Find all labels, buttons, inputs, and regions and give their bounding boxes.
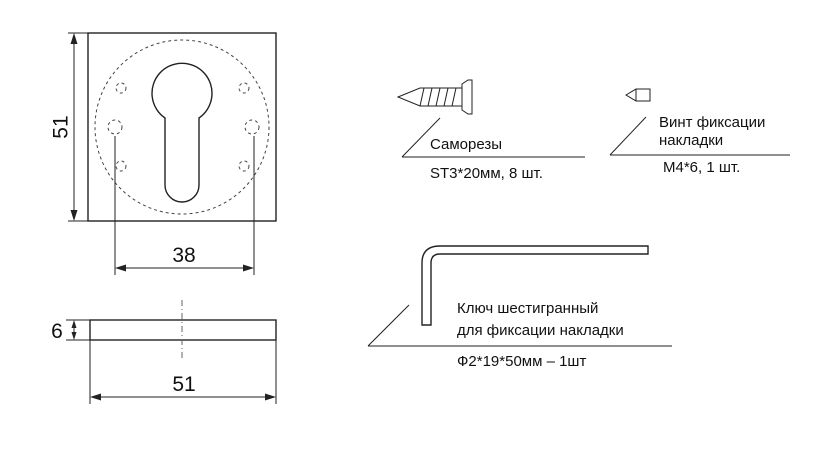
plate-height-label: 51 (50, 115, 73, 138)
hex-key-drawing (421, 245, 649, 326)
plate-width-label: 51 (172, 373, 195, 396)
plate-top-view (87, 32, 277, 222)
hex-key-name-line2: для фиксации накладки (457, 322, 624, 339)
dimension-arrowhead (265, 393, 276, 401)
plate-outline (87, 32, 277, 222)
mount-hole-small (238, 82, 250, 94)
rosette-dashed-circle (94, 39, 270, 215)
dimension-arrowhead (90, 393, 101, 401)
mount-hole-small (238, 160, 250, 172)
plate-thickness-dimension: 6 (51, 319, 90, 343)
hex-key-spec: Ф2*19*50мм – 1шт (457, 353, 586, 370)
screws-spec: ST3*20мм, 8 шт. (430, 165, 543, 182)
hole-spacing-dimension: 38 (114, 136, 255, 275)
set-screw-leader (609, 116, 790, 156)
plate-height-dimension: 51 (50, 32, 88, 222)
plate-thickness-label: 6 (51, 320, 63, 343)
set-screw-name-line1: Винт фиксации (659, 114, 765, 131)
hex-key-leader (367, 304, 672, 347)
dimension-arrowhead (71, 320, 77, 328)
set-screw-drawing (625, 88, 651, 102)
dimension-arrowhead (70, 33, 78, 44)
mount-hole-large (107, 119, 123, 135)
dimension-arrowhead (243, 264, 254, 272)
screws-name: Саморезы (430, 136, 502, 153)
cylinder-keyhole-cutout (151, 62, 213, 203)
hex-key-name-line1: Ключ шестигранный (457, 300, 598, 317)
dimension-arrowhead (115, 264, 126, 272)
plate-side-outline (89, 319, 277, 341)
plate-side-view (89, 300, 277, 360)
self-tapping-screw-drawing (396, 79, 473, 115)
mount-hole-large (244, 119, 260, 135)
set-screw-name-line2: накладки (659, 132, 723, 149)
mount-hole-small (115, 82, 127, 94)
dimension-arrowhead (71, 332, 77, 340)
hole-spacing-label: 38 (172, 244, 195, 267)
set-screw-spec: М4*6, 1 шт. (663, 159, 740, 176)
screws-leader (401, 117, 585, 158)
dimension-arrowhead (70, 210, 78, 221)
plate-width-dimension: 51 (89, 340, 277, 404)
mount-hole-small (115, 160, 127, 172)
